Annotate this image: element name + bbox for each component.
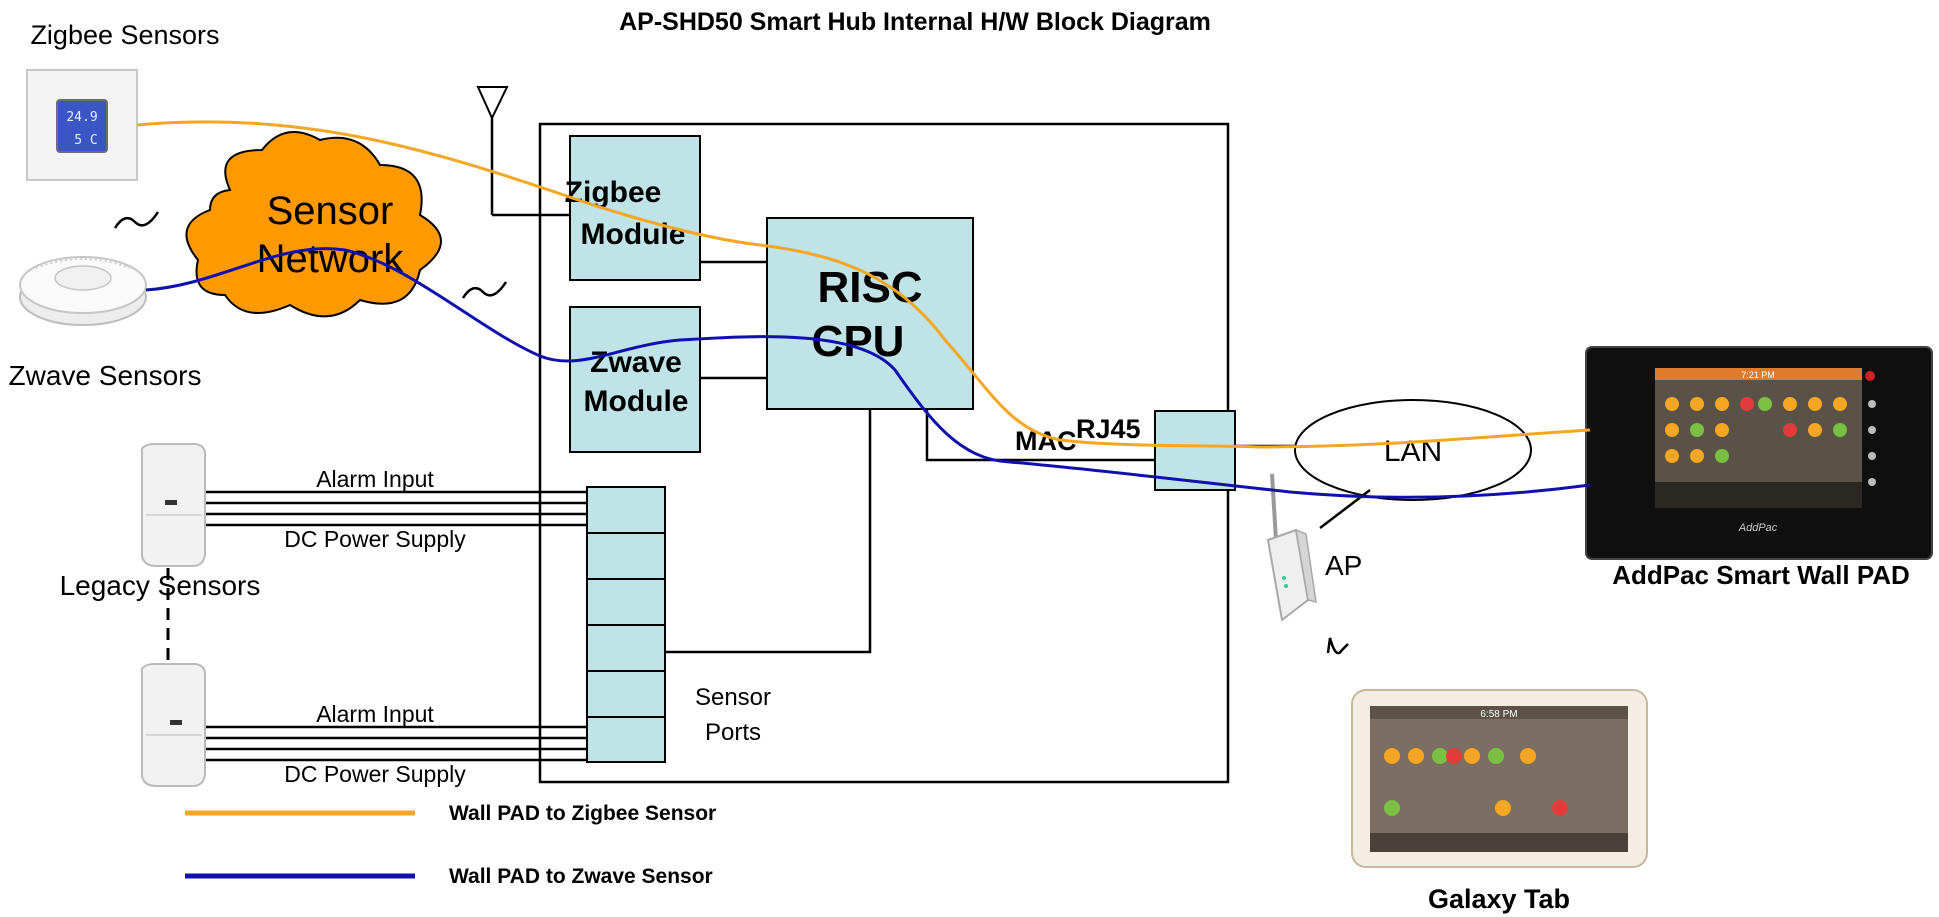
wall-pad-time: 7:21 PM — [1741, 370, 1775, 380]
zigbee-module-label-2: Module — [581, 218, 686, 251]
risc-cpu: RISC CPU — [766, 217, 974, 410]
zigbee-module-label-1: Zigbee — [565, 176, 662, 209]
wireless-signal-icon — [461, 281, 508, 299]
sensor-port — [586, 716, 666, 763]
zigbee-sensors-label: Zigbee Sensors — [30, 20, 219, 50]
sensor-port — [586, 670, 666, 718]
rj45-label: RJ45 — [1076, 414, 1141, 444]
pir-sensor-icon — [140, 663, 207, 787]
sensor-ports — [586, 486, 666, 763]
zigbee-thermostat-icon: 24.9 5 C — [26, 69, 138, 181]
legacy-wires-bottom — [205, 725, 587, 762]
zwave-module-label-1: Zwave — [590, 346, 682, 379]
alarm-input-label-2: Alarm Input — [316, 701, 434, 727]
thermostat-reading-1: 24.9 — [66, 110, 97, 125]
sensor-network-cloud: Sensor Network — [185, 131, 442, 318]
zwave-module: Zwave Module — [569, 306, 701, 453]
antenna-icon — [476, 86, 570, 217]
tablet-time: 6:58 PM — [1480, 709, 1517, 720]
rj45-port — [1154, 410, 1236, 491]
sensor-port — [586, 624, 666, 672]
sensor-ports-label-1: Sensor — [695, 684, 771, 711]
sensor-network-label-1: Sensor — [267, 189, 394, 233]
cpu-sensor-bus — [665, 409, 872, 654]
sensor-ports-label-2: Ports — [705, 719, 761, 746]
access-point-icon — [1266, 473, 1317, 622]
sensor-port — [586, 578, 666, 626]
zwave-path — [145, 247, 1591, 499]
alarm-input-label: Alarm Input — [316, 466, 434, 492]
sensor-port — [586, 486, 666, 534]
wall-pad-brand: AddPac — [1738, 522, 1778, 534]
wireless-signal-icon — [1326, 637, 1349, 655]
wireless-signal-icon — [113, 211, 160, 229]
legacy-sensors-label: Legacy Sensors — [60, 570, 261, 601]
dc-power-label-2: DC Power Supply — [284, 761, 466, 787]
sensor-port — [586, 532, 666, 580]
sensor-network-label-2: Network — [257, 237, 405, 281]
ap-label: AP — [1325, 550, 1362, 581]
zwave-smoke-detector-icon — [19, 256, 147, 326]
galaxy-tab-label: Galaxy Tab — [1428, 884, 1570, 914]
mac-line — [925, 409, 1155, 462]
legacy-wires-top — [205, 490, 587, 527]
galaxy-tab-device: 6:58 PM — [1351, 689, 1648, 868]
zwave-sensors-label: Zwave Sensors — [9, 360, 202, 391]
dc-power-label: DC Power Supply — [284, 526, 466, 552]
wall-pad-label: AddPac Smart Wall PAD — [1612, 560, 1910, 590]
zwave-module-label-2: Module — [584, 385, 689, 418]
thermostat-reading-2: 5 C — [74, 133, 97, 148]
wall-pad-device: 7:21 PM AddPac — [1585, 346, 1933, 560]
zigbee-path — [136, 120, 1591, 449]
legend-zwave-label: Wall PAD to Zwave Sensor — [449, 865, 713, 888]
lan-cloud: LAN — [1294, 399, 1532, 501]
pir-sensor-icon — [140, 443, 207, 567]
legend-zigbee-label: Wall PAD to Zigbee Sensor — [449, 802, 716, 825]
zigbee-module: Zigbee Module — [565, 135, 701, 281]
diagram-title: AP-SHD50 Smart Hub Internal H/W Block Di… — [619, 8, 1211, 36]
cpu-label-1: RISC — [817, 263, 922, 312]
